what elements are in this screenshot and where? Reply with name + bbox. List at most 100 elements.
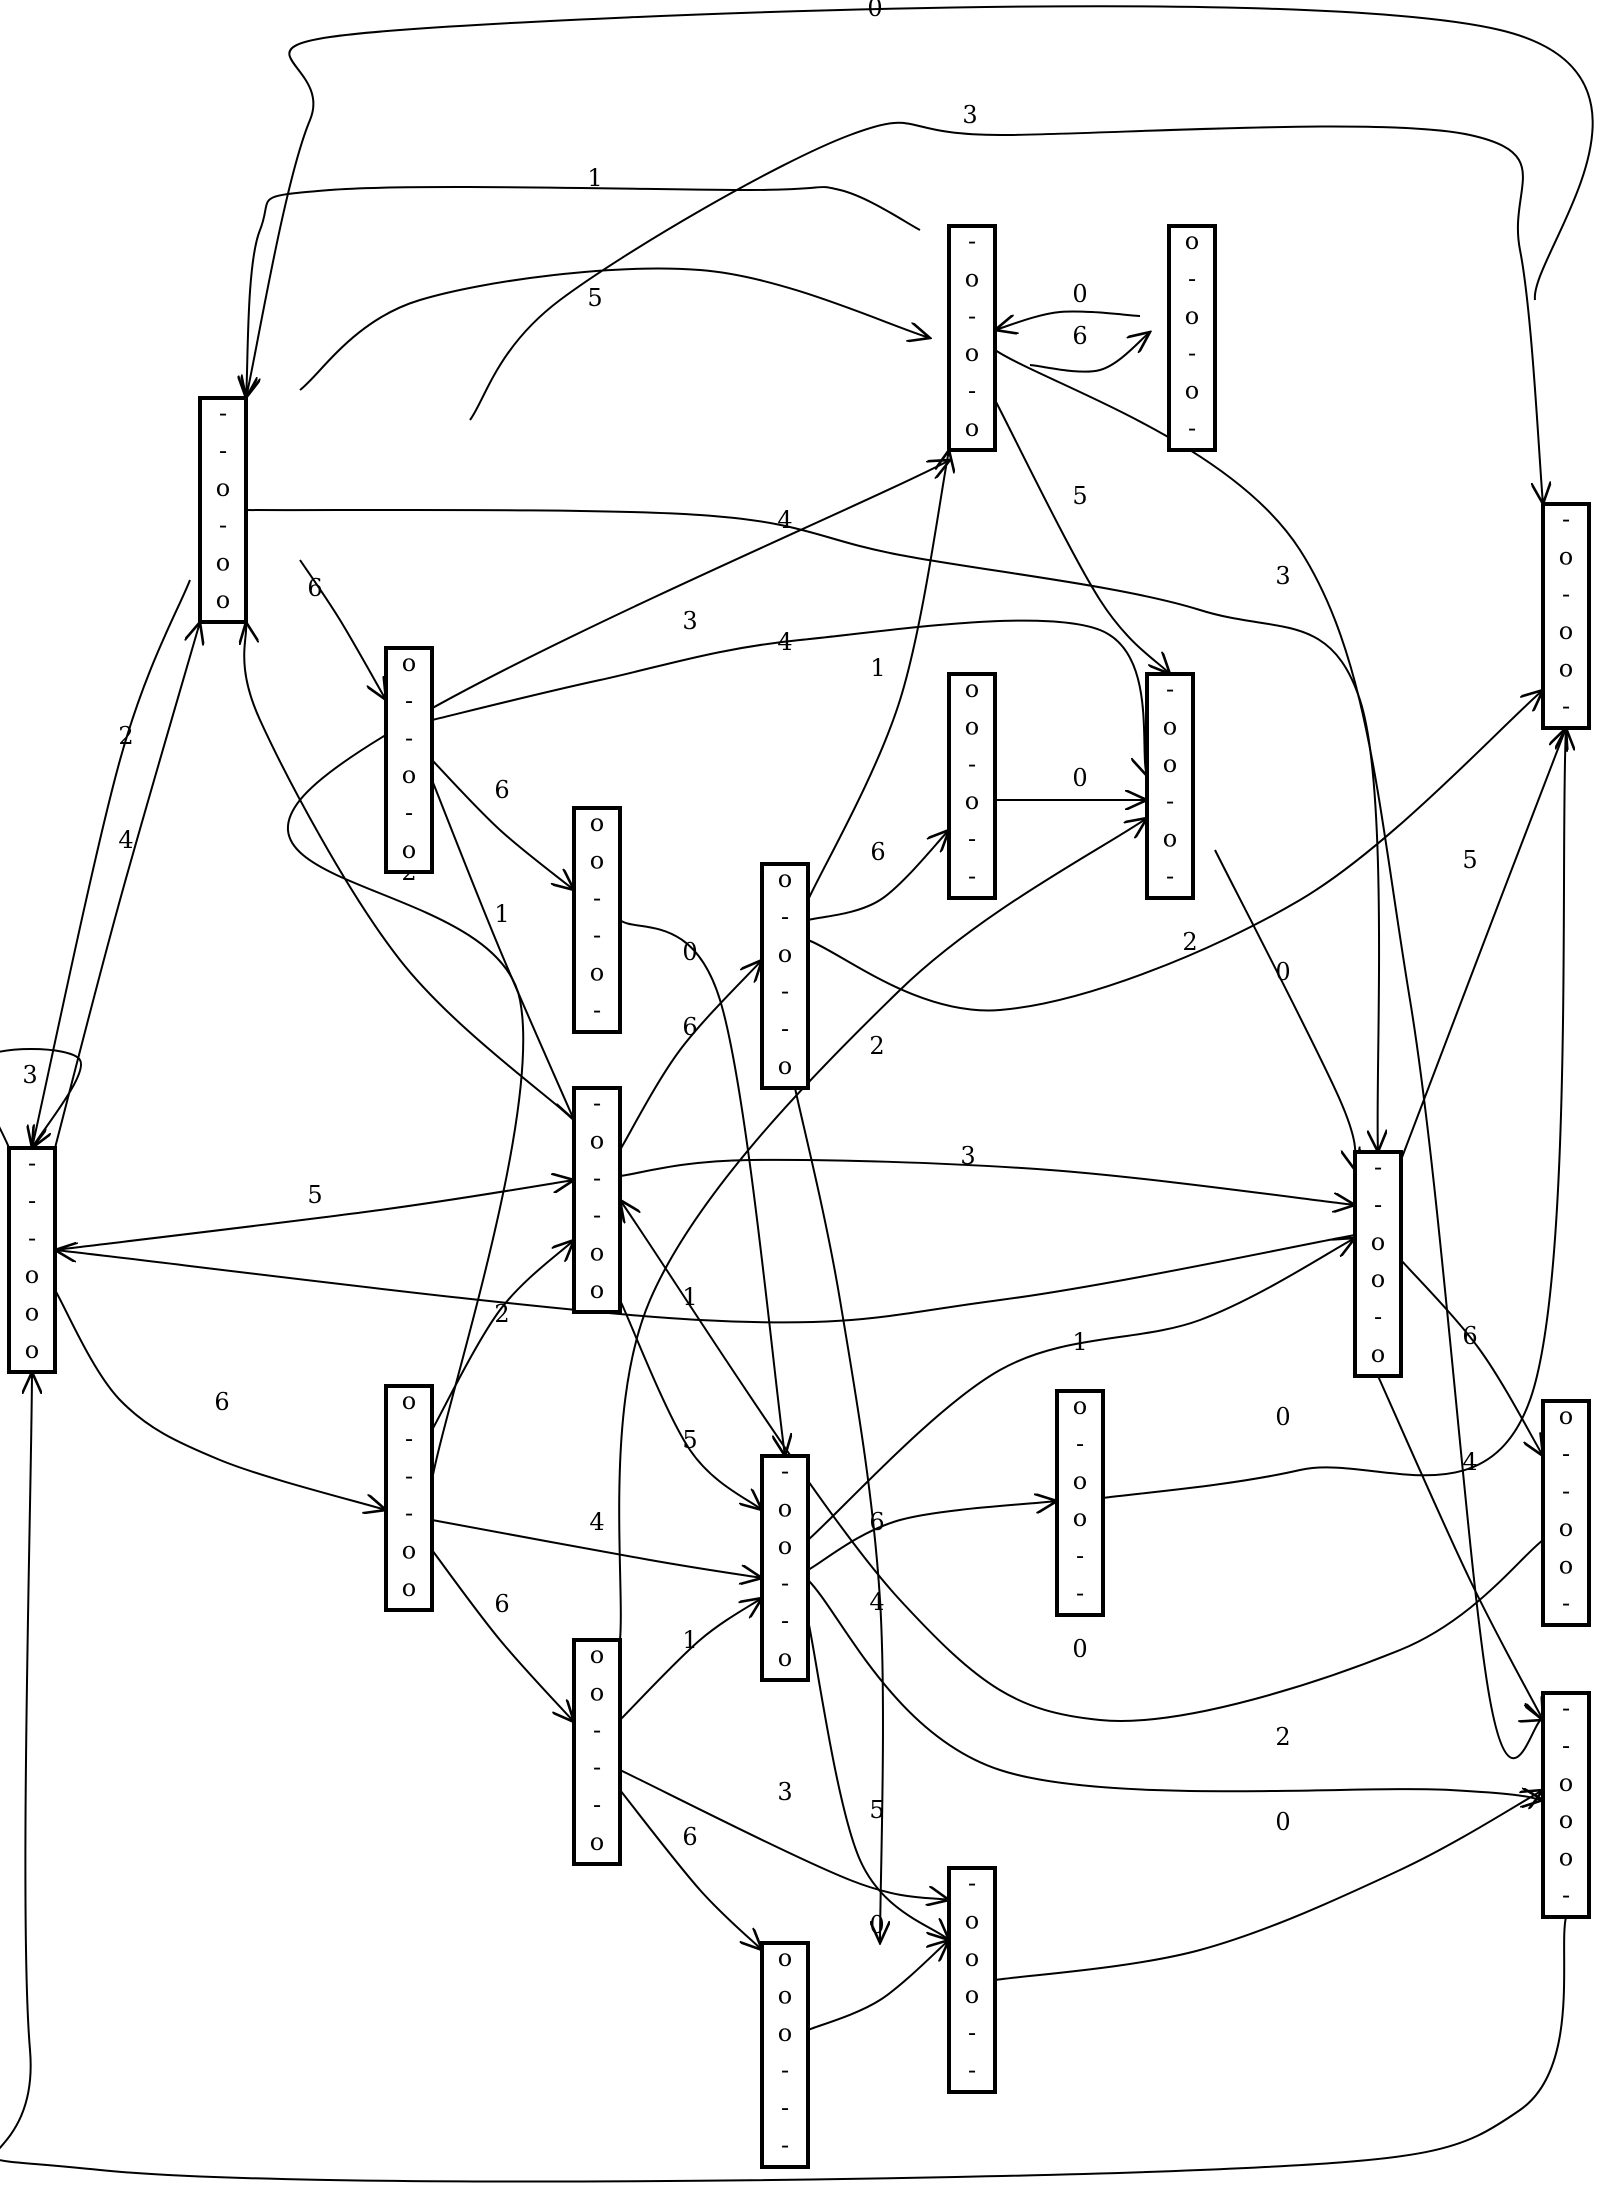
transition-label: 0 (1275, 1403, 1290, 1431)
state-symbol: - (593, 1089, 601, 1117)
state-symbol: - (219, 436, 227, 464)
state-symbol: o (778, 940, 792, 968)
transition-edge (807, 1579, 1543, 1800)
state-symbol: - (1188, 414, 1196, 442)
transition-edge (1102, 728, 1566, 1499)
transition-edge (794, 1087, 883, 1943)
state-node-box (760, 1454, 810, 1682)
state-node: o---oo (384, 1384, 434, 1612)
transition-edge (619, 1299, 762, 1510)
state-symbol: o (25, 1261, 39, 1289)
state-symbol: - (781, 1457, 789, 1485)
state-symbol: o (778, 1644, 792, 1672)
transition-label: 5 (869, 1796, 884, 1824)
transition-edge (807, 1501, 1057, 1571)
state-symbol: - (1562, 692, 1570, 720)
transition-label: 4 (118, 826, 133, 854)
state-symbol: - (781, 2131, 789, 2159)
state-symbol: o (965, 264, 979, 292)
state-symbol: o (778, 1494, 792, 1522)
transition-edge (431, 1549, 574, 1722)
transition-label: 0 (1275, 1808, 1290, 1836)
state-node: --o-oo (198, 396, 248, 624)
state-symbol: o (216, 548, 230, 576)
transition-edge (54, 1289, 386, 1510)
state-node-box (947, 672, 997, 900)
state-symbol: - (405, 798, 413, 826)
transition-edge (1400, 1259, 1543, 1456)
state-symbol: o (965, 787, 979, 815)
transition-label: 6 (1462, 1322, 1477, 1350)
state-symbol: - (405, 724, 413, 752)
state-symbol: o (1073, 1467, 1087, 1495)
state-symbol: - (781, 1569, 789, 1597)
state-node: o--oo- (1541, 1399, 1591, 1627)
transition-edge (619, 1789, 762, 1950)
transition-edge (299, 559, 386, 700)
transition-label: 1 (1072, 1328, 1087, 1356)
state-node-box (947, 1866, 997, 2094)
state-node-box (572, 806, 622, 1034)
state-symbol: o (1163, 750, 1177, 778)
transition-edge (55, 1234, 1356, 1324)
transition-label: 0 (1072, 1635, 1087, 1663)
state-symbol: - (1374, 1190, 1382, 1218)
state-symbol: - (405, 1424, 413, 1452)
transition-edge (994, 349, 1542, 1760)
transition-edge (244, 622, 575, 1121)
transition-label: 3 (682, 607, 697, 635)
transition-edge (287, 460, 950, 1481)
state-symbol: - (28, 1224, 36, 1252)
state-node: -o-o-o (947, 224, 997, 452)
transition-edge (995, 310, 1141, 330)
transition-edge (431, 1240, 574, 1431)
state-symbol: o (1559, 1843, 1573, 1871)
state-symbol: - (781, 2093, 789, 2121)
transition-label: 3 (962, 101, 977, 129)
state-symbol: o (1559, 1402, 1573, 1430)
state-symbol: o (590, 846, 604, 874)
transition-edge (0, 1048, 83, 1148)
state-symbol: - (593, 1716, 601, 1744)
state-symbol: - (1188, 339, 1196, 367)
transition-edge (245, 508, 1379, 1152)
state-symbol: - (1562, 1694, 1570, 1722)
state-symbol: o (965, 339, 979, 367)
transition-label: 5 (1462, 846, 1477, 874)
state-symbol: o (590, 1238, 604, 1266)
transition-edge (807, 1619, 949, 1940)
state-node-box (1145, 672, 1195, 900)
transition-edge (54, 622, 200, 1149)
state-symbol: - (405, 686, 413, 714)
transition-edge (54, 1180, 574, 1251)
state-symbol: o (402, 1536, 416, 1564)
state-node: -oo-o- (1145, 672, 1195, 900)
state-symbol: - (28, 1186, 36, 1214)
state-symbol: - (1374, 1302, 1382, 1330)
transition-edge (431, 779, 574, 1120)
transition-label: 6 (494, 1590, 509, 1618)
transition-edge (469, 121, 1543, 504)
transition-edge (299, 267, 930, 391)
transition-edge (620, 1200, 1544, 1722)
state-node: oo--o- (572, 806, 622, 1034)
transition-label: 3 (777, 1778, 792, 1806)
transition-label: 2 (118, 722, 133, 750)
state-node: ooo--- (760, 1941, 810, 2169)
state-symbol: o (1559, 1551, 1573, 1579)
state-node-box (1541, 1399, 1591, 1627)
state-symbol: - (968, 227, 976, 255)
state-node-box (1055, 1389, 1105, 1617)
state-symbol: - (968, 862, 976, 890)
transition-edge (619, 1598, 762, 1721)
state-node-box (760, 862, 810, 1090)
state-symbol: o (1073, 1504, 1087, 1532)
state-symbol: - (1076, 1541, 1084, 1569)
state-symbol: - (219, 399, 227, 427)
state-symbol: o (1559, 617, 1573, 645)
transition-edge (807, 1238, 1355, 1541)
state-node-box (572, 1086, 622, 1314)
state-symbol: - (593, 921, 601, 949)
